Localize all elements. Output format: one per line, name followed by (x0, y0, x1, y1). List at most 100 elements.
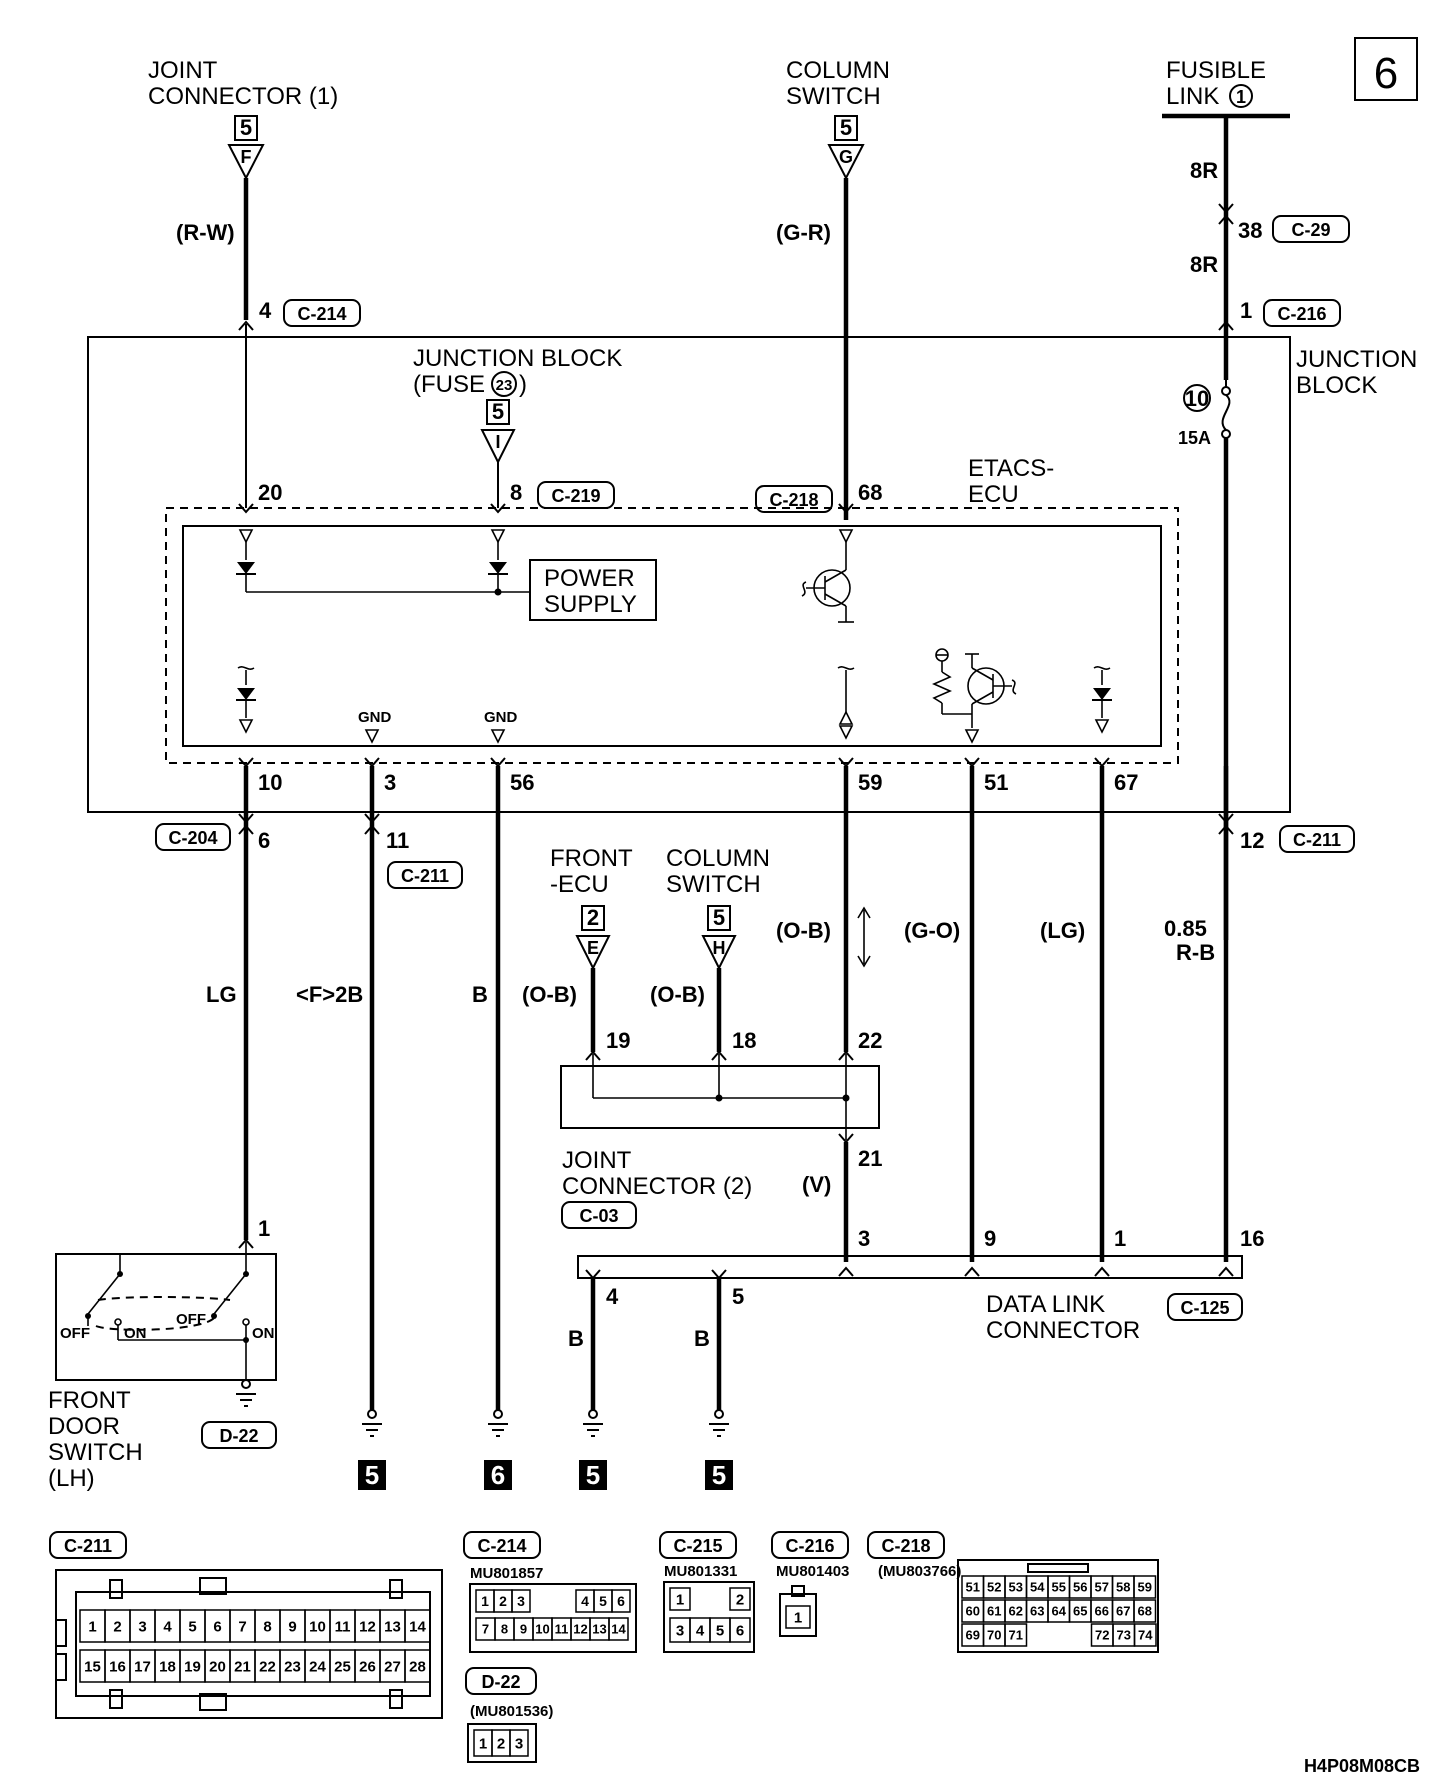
connector-face-c216: C-216 MU801403 1 (771, 1531, 849, 1637)
svg-text:(G-O): (G-O) (904, 918, 960, 943)
connector-pin-number: 1 (481, 1593, 489, 1609)
connector-pin-number: 12 (359, 1618, 376, 1635)
svg-text:C-216: C-216 (1277, 304, 1326, 324)
svg-text:DATA LINK: DATA LINK (986, 1291, 1105, 1318)
svg-text:FUSIBLE: FUSIBLE (1166, 57, 1266, 84)
connector-pin-cell (785, 1605, 811, 1629)
connector-pin-number: 23 (284, 1658, 301, 1675)
connector-pin-number: 4 (696, 1622, 705, 1639)
joint-connector-1-source: JOINT CONNECTOR (1) 5 F (R-W) (148, 57, 338, 245)
svg-text:56: 56 (510, 770, 534, 795)
svg-text:OFF: OFF (176, 1311, 206, 1328)
connector-pin-number: 51 (966, 1580, 980, 1595)
svg-text:F: F (241, 147, 252, 167)
connector-pin-number: 13 (384, 1618, 401, 1635)
connector-pin-cell (511, 1589, 531, 1613)
svg-text:5: 5 (240, 115, 252, 140)
svg-text:1: 1 (258, 1216, 270, 1241)
svg-text:ETACS-: ETACS- (968, 455, 1054, 482)
connector-pin-number: 52 (987, 1580, 1001, 1595)
svg-text:8: 8 (510, 480, 522, 505)
connector-pin-number: 10 (309, 1618, 326, 1635)
connector-pin-number: 6 (617, 1593, 625, 1609)
connector-pin-number: 5 (716, 1622, 724, 1639)
svg-text:(G-R): (G-R) (776, 220, 831, 245)
connector-pin-number: 64 (1052, 1604, 1067, 1619)
connector-pin-number: 68 (1138, 1604, 1152, 1619)
connector-pin-number: 1 (676, 1591, 684, 1608)
connector-pin-number: 25 (334, 1658, 351, 1675)
connector-pin-number: 12 (573, 1622, 587, 1637)
connector-tag-c211-right: C-211 (1279, 825, 1355, 853)
connector-pin-number: 69 (966, 1628, 980, 1643)
svg-text:C-214: C-214 (297, 304, 346, 324)
svg-text:(LH): (LH) (48, 1465, 95, 1492)
connector-pin-number: 18 (159, 1658, 176, 1675)
etacs-ecu-dashed-box (165, 507, 1179, 764)
etacs-ecu-label: ETACS- ECU (968, 455, 1054, 508)
svg-text:68: 68 (858, 480, 882, 505)
svg-text:C-219: C-219 (551, 486, 600, 506)
svg-text:5: 5 (840, 115, 852, 140)
svg-text:(LG): (LG) (1040, 918, 1085, 943)
connector-pin-number: 5 (188, 1618, 196, 1635)
junction-fuse-23-source: JUNCTION BLOCK (FUSE 23 ) 5 I (413, 345, 622, 465)
svg-text:5: 5 (365, 1460, 379, 1490)
column-switch-source: COLUMN SWITCH 5 G (G-R) (776, 57, 890, 245)
svg-text:COLUMN: COLUMN (786, 57, 890, 84)
connector-pin-number: 1 (88, 1618, 96, 1635)
svg-text:5: 5 (712, 1460, 726, 1490)
connector-pin-number: 2 (499, 1593, 507, 1609)
svg-text:(MU801536): (MU801536) (470, 1703, 553, 1720)
connector-pin-number: 57 (1095, 1580, 1109, 1595)
connector-tag-c218: C-218 (755, 485, 833, 513)
svg-text:C-218: C-218 (881, 1536, 930, 1556)
data-link-connector: 3 9 1 16 4 5 DATA LINK CONNECTOR C-125 B… (568, 1226, 1264, 1351)
connector-pin-cell (611, 1589, 631, 1613)
svg-text:-ECU: -ECU (550, 871, 609, 898)
junction-block-label: JUNCTION BLOCK (1296, 346, 1417, 399)
connector-pin-number: 55 (1052, 1580, 1066, 1595)
connector-pin-number: 8 (263, 1618, 271, 1635)
connector-pin-cell (669, 1587, 691, 1611)
svg-text:C-215: C-215 (673, 1536, 722, 1556)
svg-text:8R: 8R (1190, 252, 1218, 277)
svg-text:21: 21 (858, 1146, 882, 1171)
svg-text:51: 51 (984, 770, 1008, 795)
connector-pin-number: 16 (109, 1658, 126, 1675)
svg-text:3: 3 (858, 1226, 870, 1251)
svg-text:ON: ON (252, 1325, 275, 1342)
connector-pin-number: 13 (592, 1622, 606, 1637)
svg-text:C-211: C-211 (401, 866, 449, 886)
connector-pin-number: 2 (113, 1618, 121, 1635)
connector-pin-cell (608, 1617, 629, 1641)
svg-text:SUPPLY: SUPPLY (544, 591, 637, 618)
connector-tag-c219: C-219 (537, 481, 615, 509)
svg-text:(O-B): (O-B) (650, 982, 705, 1007)
connector-pin-number: 20 (209, 1658, 226, 1675)
svg-text:C-218: C-218 (769, 490, 818, 510)
svg-text:SWITCH: SWITCH (786, 83, 881, 110)
connector-pin-number: 9 (520, 1622, 527, 1637)
connector-pin-cell (1004, 1623, 1028, 1647)
connector-pin-number: 1 (794, 1609, 802, 1626)
connector-pin-number: 3 (515, 1735, 523, 1752)
connector-pin-cell (729, 1617, 751, 1643)
svg-text:G: G (839, 147, 853, 167)
svg-text:15A: 15A (1178, 428, 1211, 448)
joint-connector-2: 19 18 22 21 JOINT CONNECTOR (2) C-03 (V) (560, 1028, 882, 1229)
connector-pin-number: 10 (535, 1622, 549, 1637)
junction-fuse-10: 10 15A (1178, 322, 1231, 448)
connector-pin-cell (509, 1729, 529, 1757)
connector-pin-number: 56 (1073, 1580, 1087, 1595)
connector-pin-number: 59 (1138, 1580, 1152, 1595)
svg-text:4: 4 (259, 298, 272, 323)
connector-pin-number: 24 (309, 1658, 326, 1675)
connector-pin-number: 70 (987, 1628, 1001, 1643)
bidirectional-arrow (857, 906, 871, 968)
connector-pin-cell (1133, 1599, 1157, 1623)
svg-text:C-204: C-204 (168, 828, 217, 848)
